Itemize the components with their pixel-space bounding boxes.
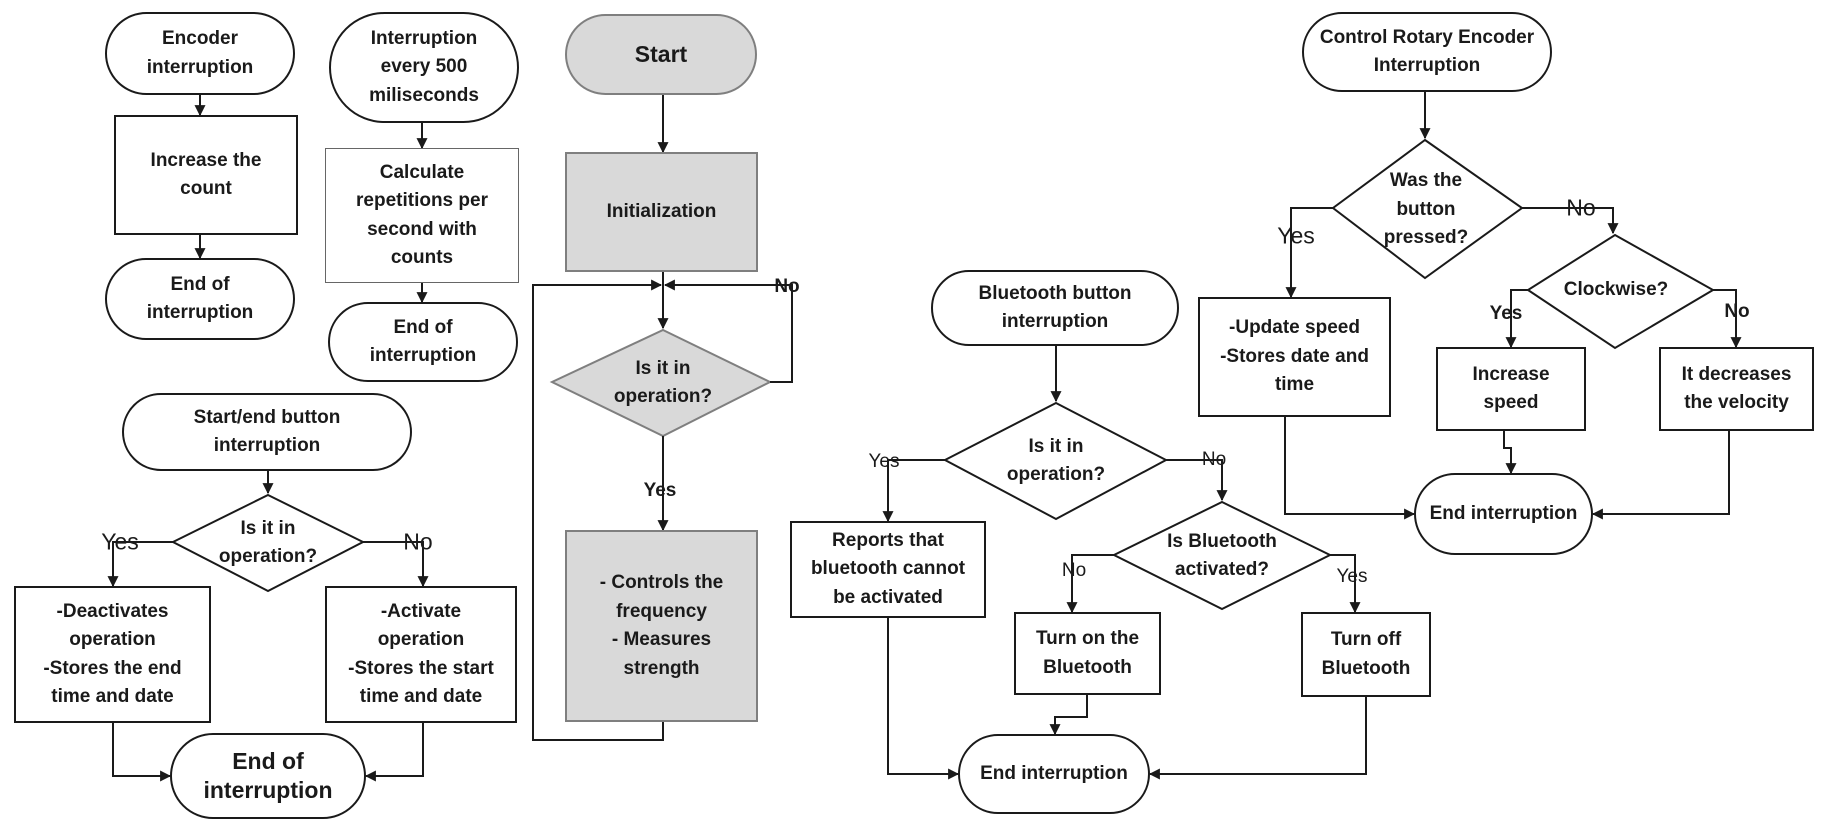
main-initialization-text: Initialization [606, 200, 717, 222]
timer-start-terminal: Interruption every 500 miliseconds [329, 12, 519, 123]
edge-bt-off-end [1148, 697, 1367, 780]
encoder-end-text: End of interruption [146, 273, 254, 324]
main-start-terminal: Start [565, 14, 757, 95]
encoder-start-text: Encoder interruption [146, 28, 254, 78]
main-decision-text: Is it in operation? [613, 357, 713, 408]
rot-end-terminal: End interruption [1414, 473, 1593, 555]
bt-start-terminal: Bluetooth button interruption [931, 270, 1179, 346]
bt-report-box: Reports that bluetooth cannot be activat… [790, 521, 986, 618]
edge-bt-yes [882, 459, 945, 523]
edge-startend-no-end [364, 723, 424, 782]
bt-decision1-label: Is it in operation? [986, 433, 1126, 489]
bt-no2-label: No [1061, 560, 1087, 581]
encoder-increase-count-text: Increase the count [150, 149, 262, 200]
encoder-start-terminal: Encoder interruption [105, 12, 295, 95]
rot-yes1-label: Yes [1277, 222, 1315, 249]
bt-turn-off-box: Turn off Bluetooth [1301, 612, 1431, 697]
edge-rot-yes2 [1505, 289, 1528, 349]
edge-bt-no2 [1066, 554, 1114, 614]
timer-end-text: End of interruption [369, 316, 477, 367]
encoder-end-terminal: End of interruption [105, 258, 295, 340]
edge-bt-no [1166, 459, 1228, 502]
edge-rot-inc-end [1503, 431, 1517, 475]
edge-main-no-loop [663, 279, 793, 383]
bt-decision2-text: Is Bluetooth activated? [1167, 530, 1277, 581]
startend-no-label: No [403, 528, 433, 555]
startend-activate-box: -Activate operation -Stores the start ti… [325, 586, 517, 723]
rot-increase-text: Increase speed [1472, 363, 1550, 414]
bt-turn-off-text: Turn off Bluetooth [1321, 629, 1411, 679]
edge-startend-yes [107, 541, 173, 588]
edge-rot-update-end [1284, 417, 1416, 520]
main-start-text: Start [634, 41, 688, 68]
rot-no2-label: No [1724, 301, 1750, 322]
bluetooth-decision2-diamond [1111, 500, 1333, 611]
rot-update-box: -Update speed -Stores date and time [1198, 297, 1391, 417]
timer-calculate-text: Calculate repetitions per second with co… [356, 161, 488, 269]
startend-end-text: End of interruption [203, 748, 333, 803]
edge-rot-no2 [1713, 289, 1742, 349]
bt-report-text: Reports that bluetooth cannot be activat… [810, 529, 966, 608]
rot-decision2-label: Clockwise? [1548, 276, 1684, 304]
bt-yes2-label: Yes [1336, 566, 1368, 587]
timer-calculate-box: Calculate repetitions per second with co… [325, 148, 519, 283]
bt-turn-on-box: Turn on the Bluetooth [1014, 612, 1161, 695]
startend-deactivate-box: -Deactivates operation -Stores the end t… [14, 586, 211, 723]
rot-start-text: Control Rotary Encoder Interruption [1319, 26, 1535, 77]
edge-startend-yes-end [112, 723, 172, 782]
edge-main-loop-back [532, 279, 664, 741]
edge-bt-report-end [887, 618, 960, 780]
timer-start-text: Interruption every 500 miliseconds [369, 27, 479, 106]
rot-decision1-text: Was the button pressed? [1383, 170, 1469, 249]
main-yes-label: Yes [643, 480, 677, 501]
rot-decision1-label: Was the button pressed? [1368, 168, 1484, 252]
main-no-label: No [774, 276, 800, 297]
startend-yes-label: Yes [101, 528, 139, 555]
bt-decision2-label: Is Bluetooth activated? [1147, 528, 1297, 584]
bt-end-terminal: End interruption [958, 734, 1150, 814]
rot-start-terminal: Control Rotary Encoder Interruption [1302, 12, 1552, 92]
bt-no1-label: No [1201, 449, 1227, 470]
rotary-decision1-diamond [1331, 138, 1524, 280]
edge-bt-yes2 [1330, 554, 1361, 614]
main-process-box: - Controls the frequency - Measures stre… [565, 530, 758, 722]
startend-end-terminal: End of interruption [170, 733, 366, 819]
edge-rot-dec-end [1591, 431, 1730, 520]
encoder-increase-count-box: Increase the count [114, 115, 298, 235]
bluetooth-decision1-diamond [942, 401, 1169, 521]
startend-start-text: Start/end button interruption [193, 406, 341, 457]
startend-deactivate-text: -Deactivates operation -Stores the end t… [43, 600, 182, 708]
rot-no1-label: No [1566, 194, 1596, 221]
rot-increase-box: Increase speed [1436, 347, 1586, 431]
startend-activate-text: -Activate operation -Stores the start ti… [348, 600, 494, 708]
startend-start-terminal: Start/end button interruption [122, 393, 412, 471]
rot-decision2-text: Clockwise? [1563, 278, 1669, 300]
startend-decision-label: Is it in operation? [203, 518, 333, 568]
edge-rot-yes [1285, 207, 1333, 299]
bt-start-text: Bluetooth button interruption [978, 282, 1132, 333]
timer-end-terminal: End of interruption [328, 302, 518, 382]
edge-rot-no [1522, 207, 1619, 235]
edge-startend-no [363, 541, 429, 588]
bt-yes1-label: Yes [868, 451, 900, 472]
rot-update-text: -Update speed -Stores date and time [1220, 317, 1369, 396]
rot-yes2-label: Yes [1489, 303, 1523, 324]
bt-decision1-text: Is it in operation? [1006, 435, 1106, 486]
main-process-text: - Controls the frequency - Measures stre… [599, 572, 724, 679]
startend-decision-text: Is it in operation? [218, 517, 318, 568]
edge-bt-on-end [1049, 695, 1088, 736]
rot-end-text: End interruption [1429, 502, 1578, 524]
bt-end-text: End interruption [980, 762, 1128, 784]
rot-decrease-text: It decreases the velocity [1681, 363, 1792, 414]
rot-decrease-box: It decreases the velocity [1659, 347, 1814, 431]
startend-decision-diamond [170, 493, 366, 593]
rotary-decision2-diamond [1526, 233, 1716, 350]
bt-turn-on-text: Turn on the Bluetooth [1035, 628, 1140, 678]
main-decision-label: Is it in operation? [590, 355, 736, 411]
main-initialization-box: Initialization [565, 152, 758, 272]
